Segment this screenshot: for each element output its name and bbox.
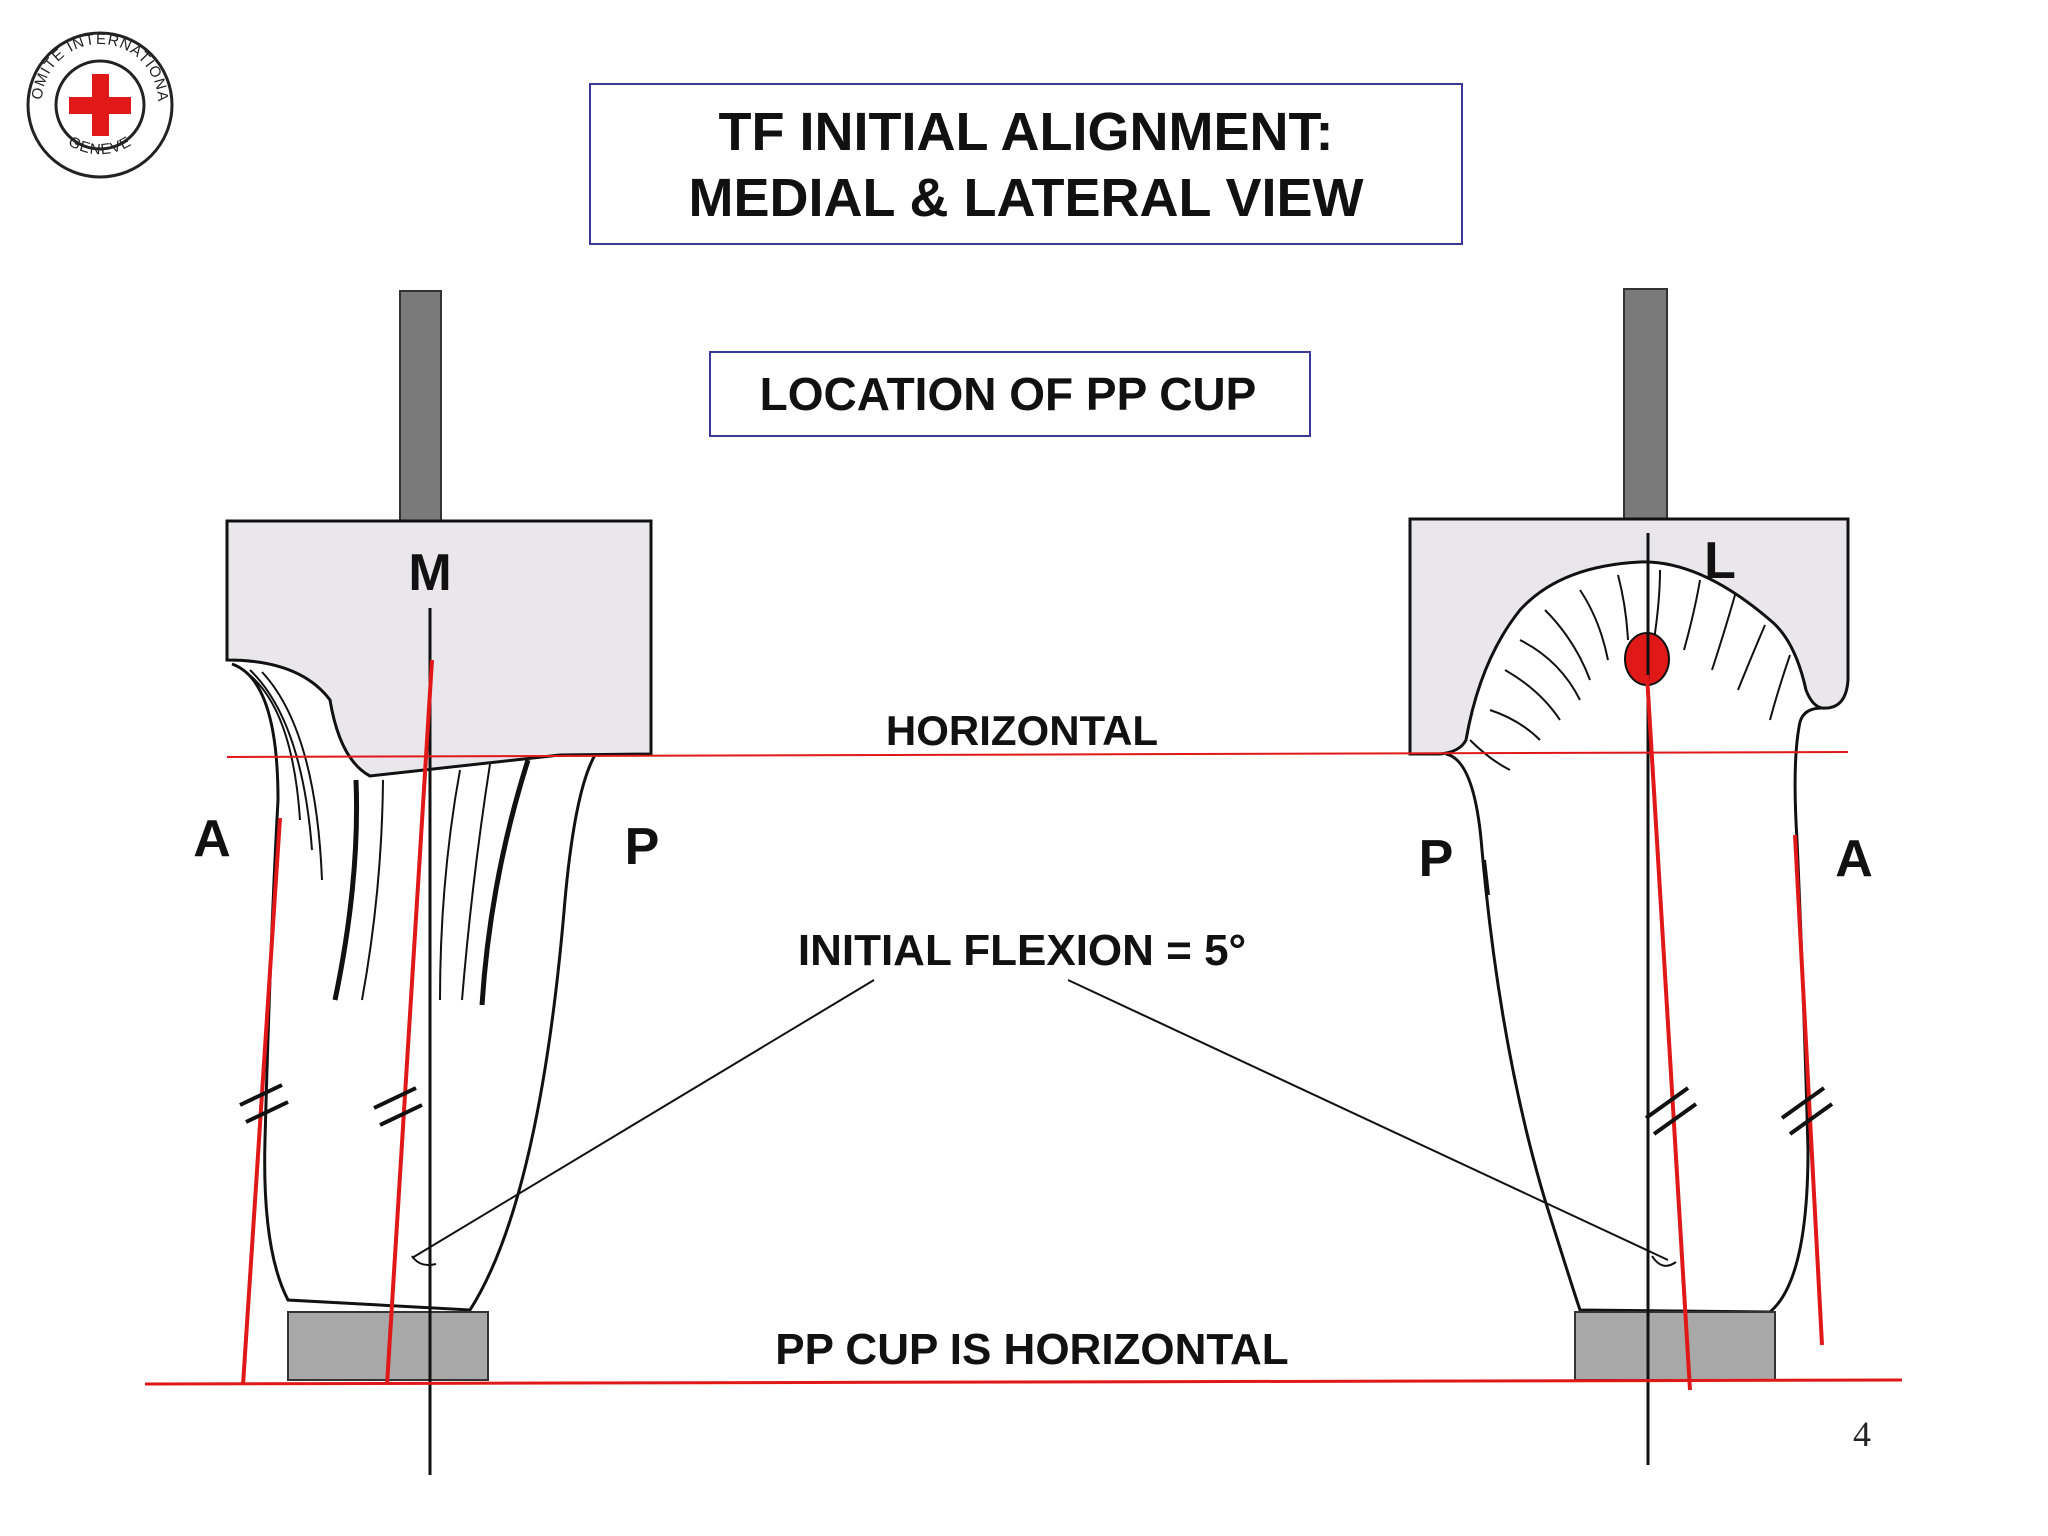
pp-cup-lateral bbox=[1574, 1311, 1776, 1381]
muscle-lines-medial bbox=[239, 667, 531, 1006]
socket-block-lateral bbox=[1408, 517, 1850, 756]
subtitle-box: LOCATION OF PP CUP bbox=[709, 351, 1311, 437]
flexion-leader-right bbox=[1067, 979, 1669, 1261]
stump-notch-lateral bbox=[1482, 859, 1490, 896]
socket-label-medial: M bbox=[408, 544, 451, 602]
muscle-lines-lateral bbox=[1469, 569, 1791, 771]
anterior-label-lateral: A bbox=[1835, 830, 1873, 888]
medial-view: M A P bbox=[193, 290, 660, 1475]
flexion-leader-left bbox=[411, 979, 875, 1259]
red-cross-emblem-icon bbox=[69, 74, 131, 136]
parallel-marks-lateral bbox=[1644, 1086, 1834, 1136]
initial-flexion-label: INITIAL FLEXION = 5° bbox=[798, 926, 1246, 975]
title-box: TF INITIAL ALIGNMENT: MEDIAL & LATERAL V… bbox=[589, 83, 1463, 245]
pylon-lateral bbox=[1623, 288, 1668, 520]
stump-outline-lateral bbox=[1445, 706, 1823, 1314]
title-line-1: TF INITIAL ALIGNMENT: bbox=[719, 102, 1334, 162]
anterior-red-line-lateral bbox=[1793, 834, 1824, 1346]
stump-outline-medial bbox=[231, 662, 597, 1312]
socket-block-medial bbox=[225, 519, 653, 778]
ischial-mark-lateral bbox=[1651, 1255, 1677, 1267]
parallel-marks-medial bbox=[239, 1083, 423, 1127]
posterior-label-medial: P bbox=[625, 818, 660, 876]
title-line-2: MEDIAL & LATERAL VIEW bbox=[689, 168, 1364, 228]
posterior-label-lateral: P bbox=[1419, 830, 1454, 888]
socket-label-lateral: L bbox=[1704, 532, 1736, 590]
horizontal-line-bottom bbox=[144, 1378, 1903, 1386]
pp-cup-horizontal-label: PP CUP IS HORIZONTAL bbox=[775, 1325, 1288, 1374]
icrc-logo: COMITE INTERNATIONAL GENEVE bbox=[0, 0, 174, 179]
anterior-label-medial: A bbox=[193, 810, 231, 868]
ischial-mark-medial bbox=[411, 1255, 437, 1266]
subtitle-text: LOCATION OF PP CUP bbox=[760, 368, 1257, 420]
horizontal-label: HORIZONTAL bbox=[886, 707, 1158, 754]
page-number: 4 bbox=[1853, 1414, 1871, 1454]
bisector-red-line-medial bbox=[385, 659, 434, 1386]
lateral-view: L P A bbox=[1408, 288, 1873, 1465]
pylon-medial bbox=[399, 290, 442, 522]
horizontal-line-top bbox=[226, 751, 1849, 758]
anterior-red-line-medial bbox=[241, 817, 282, 1386]
bisector-red-line-lateral bbox=[1645, 674, 1692, 1391]
